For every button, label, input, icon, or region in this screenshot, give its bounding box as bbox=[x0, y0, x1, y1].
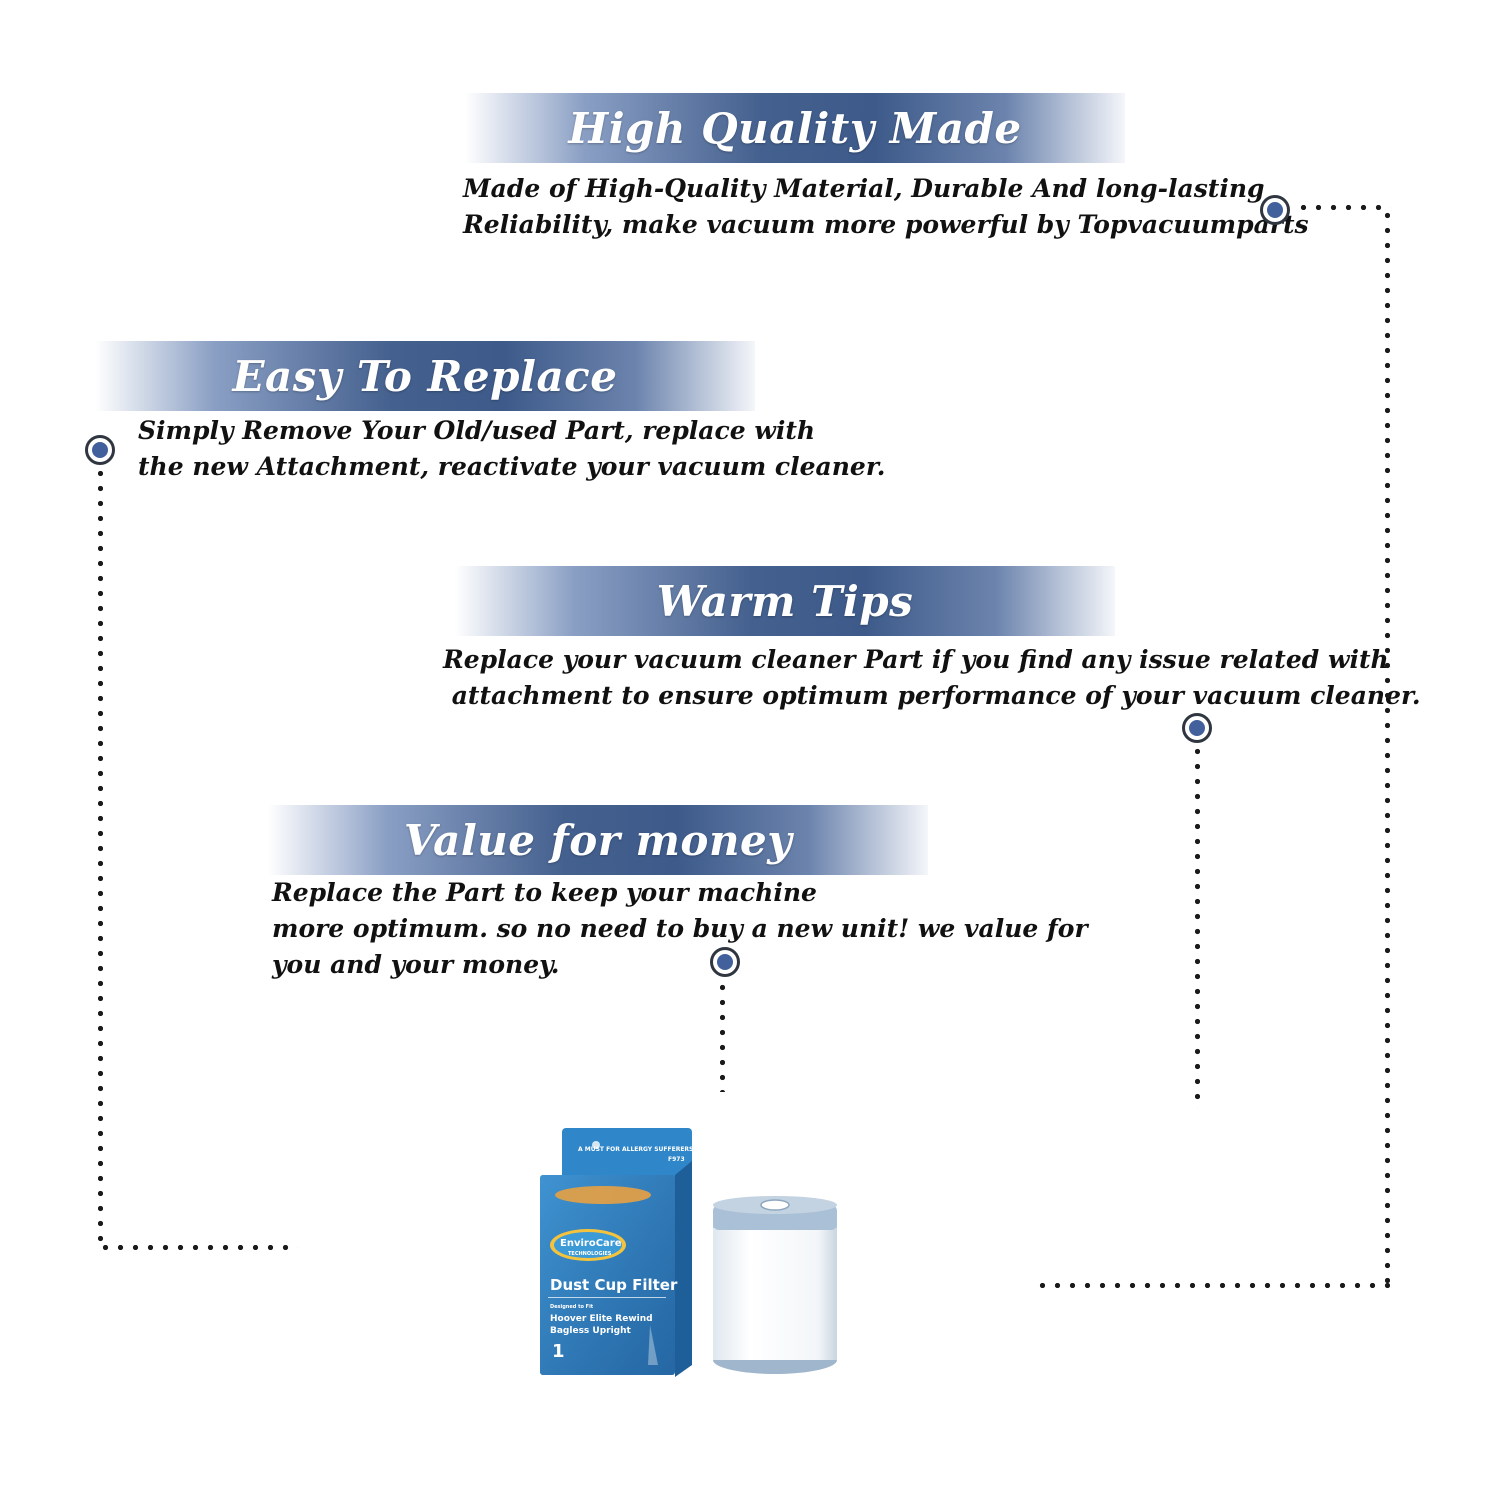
banner-high-quality: High Quality Made bbox=[465, 93, 1125, 163]
description-line: Reliability, make vacuum more powerful b… bbox=[463, 210, 1309, 239]
dotted-connector bbox=[98, 1245, 298, 1250]
section-title: High Quality Made bbox=[568, 103, 1022, 153]
model-line-2: Bagless Upright bbox=[550, 1326, 632, 1336]
connector-node-icon bbox=[1182, 713, 1212, 743]
box-code: F973 bbox=[668, 1156, 685, 1163]
brand-name: EnviroCare bbox=[560, 1238, 622, 1249]
product-name: Dust Cup Filter bbox=[550, 1276, 678, 1294]
banner-warm-tips: Warm Tips bbox=[455, 566, 1115, 636]
section-description: Made of High-Quality Material, Durable A… bbox=[463, 171, 1309, 243]
description-line: the new Attachment, reactivate your vacu… bbox=[138, 452, 886, 481]
description-line: attachment to ensure optimum performance… bbox=[443, 681, 1421, 710]
description-line: Replace the Part to keep your machine bbox=[272, 878, 817, 907]
brand-sub: TECHNOLOGIES bbox=[568, 1251, 612, 1257]
description-line: Made of High-Quality Material, Durable A… bbox=[463, 174, 1265, 203]
description-line: Replace your vacuum cleaner Part if you … bbox=[443, 645, 1389, 674]
section-title: Easy To Replace bbox=[232, 351, 618, 401]
dotted-connector bbox=[98, 466, 103, 1251]
box-top-note: A MUST FOR ALLERGY SUFFERERS!! bbox=[578, 1146, 699, 1153]
description-line: Simply Remove Your Old/used Part, replac… bbox=[138, 416, 816, 445]
product-illustration: A MUST FOR ALLERGY SUFFERERS!! F973 Envi… bbox=[540, 1128, 837, 1377]
filter-body bbox=[713, 1220, 837, 1360]
connector-node-icon bbox=[85, 435, 115, 465]
dotted-connector bbox=[1195, 744, 1200, 1109]
product-image: A MUST FOR ALLERGY SUFFERERS!! F973 Envi… bbox=[530, 1125, 850, 1385]
box-side bbox=[675, 1161, 692, 1377]
section-title: Warm Tips bbox=[656, 576, 914, 626]
dotted-connector bbox=[1385, 208, 1390, 1291]
section-title: Value for money bbox=[403, 815, 793, 865]
model-line-1: Hoover Elite Rewind bbox=[550, 1314, 653, 1324]
dotted-connector bbox=[720, 980, 725, 1092]
dotted-connector bbox=[1296, 205, 1391, 210]
section-description: Replace your vacuum cleaner Part if you … bbox=[443, 642, 1421, 714]
connector-node-icon bbox=[1260, 195, 1290, 225]
dotted-connector bbox=[1035, 1283, 1390, 1288]
section-description: Simply Remove Your Old/used Part, replac… bbox=[138, 413, 885, 485]
designed-for-label: Designed to Fit bbox=[550, 1304, 594, 1310]
section-description: Replace the Part to keep your machine mo… bbox=[272, 875, 1088, 983]
description-line: more optimum. so no need to buy a new un… bbox=[272, 914, 1088, 943]
filter-count: 1 bbox=[552, 1341, 565, 1362]
description-line: you and your money. bbox=[272, 950, 560, 979]
connector-node-icon bbox=[710, 947, 740, 977]
banner-value-for-money: Value for money bbox=[268, 805, 928, 875]
banner-easy-to-replace: Easy To Replace bbox=[95, 341, 755, 411]
